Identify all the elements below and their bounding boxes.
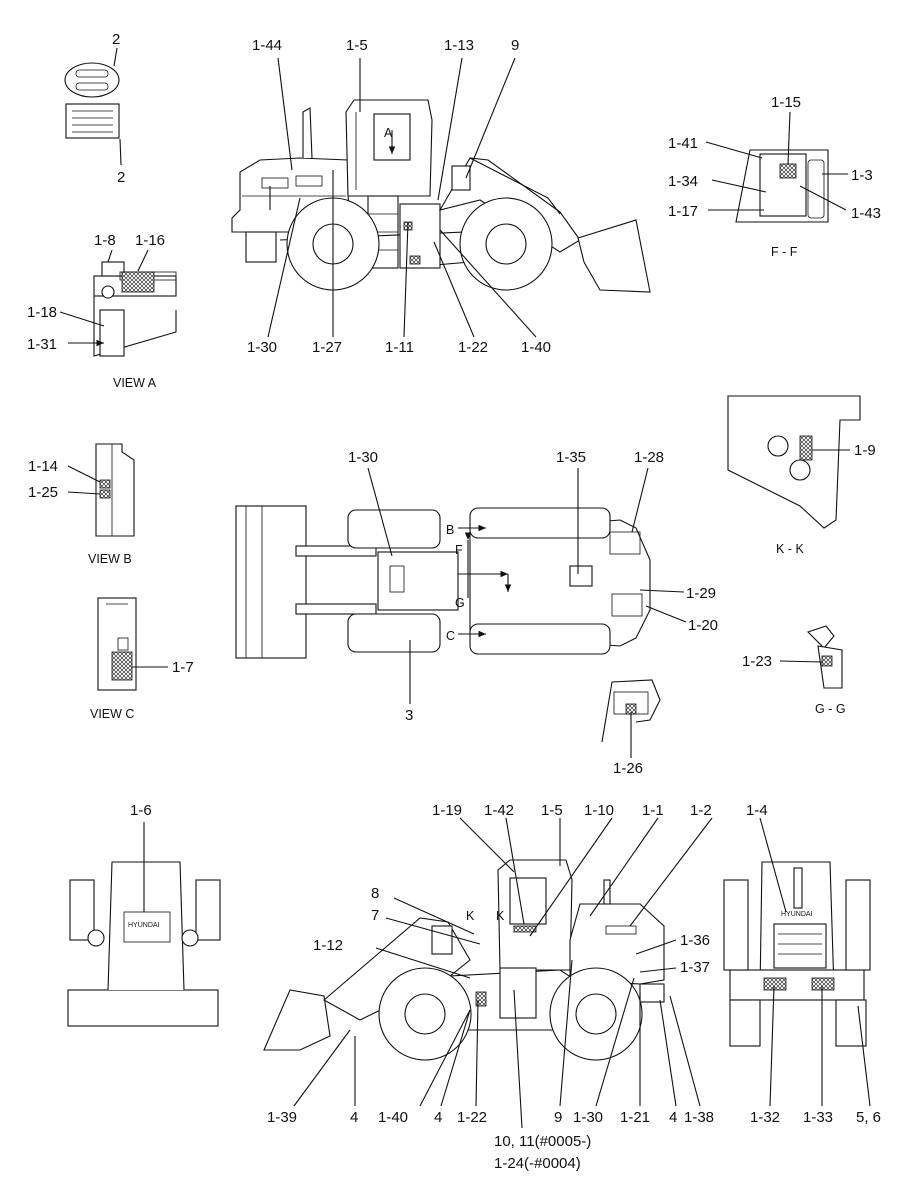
detail-1-26-drawing xyxy=(601,679,661,758)
caption-view-a: VIEW A xyxy=(113,376,157,390)
caption-section-k-k: K - K xyxy=(776,542,804,556)
label-7: 7 xyxy=(371,907,379,924)
label-1-18: 1-18 xyxy=(27,304,57,321)
section-f-f-drawing xyxy=(705,111,848,223)
label-1-36: 1-36 xyxy=(680,932,710,949)
label-1-44: 1-44 xyxy=(252,37,282,54)
label-4b: 4 xyxy=(434,1109,442,1126)
marker-c: C xyxy=(446,629,455,643)
label-1-16: 1-16 xyxy=(135,232,165,249)
label-1-21: 1-21 xyxy=(620,1109,650,1126)
section-k-k-drawing xyxy=(727,395,861,529)
label-1-5-bot: 1-5 xyxy=(541,802,563,819)
label-1-20: 1-20 xyxy=(688,617,718,634)
marker-g: G xyxy=(455,596,465,610)
label-1-1: 1-1 xyxy=(642,802,664,819)
label-1-40-bot: 1-40 xyxy=(378,1109,408,1126)
marker-k-left: K xyxy=(466,909,475,923)
label-1-41: 1-41 xyxy=(668,135,698,152)
label-1-10: 1-10 xyxy=(584,802,614,819)
label-1-28: 1-28 xyxy=(634,449,664,466)
label-1-23: 1-23 xyxy=(742,653,772,670)
label-5-6: 5, 6 xyxy=(856,1109,881,1126)
label-1-13: 1-13 xyxy=(444,37,474,54)
caption-section-f-f: F - F xyxy=(771,245,798,259)
label-1-30-top: 1-30 xyxy=(247,339,277,356)
label-1-2: 1-2 xyxy=(690,802,712,819)
label-1-7: 1-7 xyxy=(172,659,194,676)
top-view-drawing xyxy=(235,467,687,704)
marker-b: B xyxy=(446,523,454,537)
label-1-32: 1-32 xyxy=(750,1109,780,1126)
marker-k-right: K xyxy=(496,909,505,923)
label-9-top: 9 xyxy=(511,37,519,54)
marker-f: F xyxy=(455,543,463,557)
label-1-8: 1-8 xyxy=(94,232,116,249)
label-1-30-bot: 1-30 xyxy=(573,1109,603,1126)
marker-a: A xyxy=(384,126,393,140)
label-1-26: 1-26 xyxy=(613,760,643,777)
label-1-12: 1-12 xyxy=(313,937,343,954)
label-1-33: 1-33 xyxy=(803,1109,833,1126)
label-1-40-top: 1-40 xyxy=(521,339,551,356)
view-b-drawing xyxy=(67,443,135,537)
label-1-22-bot: 1-22 xyxy=(457,1109,487,1126)
view-a-drawing xyxy=(59,249,177,357)
label-1-9: 1-9 xyxy=(854,442,876,459)
label-1-5-top: 1-5 xyxy=(346,37,368,54)
caption-section-g-g: G - G xyxy=(815,702,846,716)
caption-view-c: VIEW C xyxy=(90,707,134,721)
view-c-drawing xyxy=(97,597,168,691)
label-1-31: 1-31 xyxy=(27,336,57,353)
label-1-38: 1-38 xyxy=(684,1109,714,1126)
side-view-bottom-drawing xyxy=(263,817,713,1129)
label-3: 3 xyxy=(405,707,413,724)
label-1-24: 1-24(-#0004) xyxy=(494,1155,581,1172)
label-1-43: 1-43 xyxy=(851,205,881,222)
section-g-g-drawing xyxy=(779,625,843,689)
rear-view-drawing xyxy=(723,817,871,1107)
decal-brand-rear: HYUNDAI xyxy=(781,911,813,918)
label-1-42: 1-42 xyxy=(484,802,514,819)
label-1-14: 1-14 xyxy=(28,458,58,475)
side-view-top-drawing xyxy=(231,57,651,338)
label-1-4: 1-4 xyxy=(746,802,768,819)
label-1-6: 1-6 xyxy=(130,802,152,819)
label-9-bot: 9 xyxy=(554,1109,562,1126)
label-8: 8 xyxy=(371,885,379,902)
label-2b: 2 xyxy=(117,169,125,186)
label-1-19: 1-19 xyxy=(432,802,462,819)
front-view-drawing xyxy=(67,822,221,1027)
decal-brand-front: HYUNDAI xyxy=(128,922,160,929)
label-1-15: 1-15 xyxy=(771,94,801,111)
label-1-3: 1-3 xyxy=(851,167,873,184)
label-1-34: 1-34 xyxy=(668,173,698,190)
label-10-11: 10, 11(#0005-) xyxy=(494,1133,591,1150)
label-2a: 2 xyxy=(112,31,120,48)
decal-2-drawing xyxy=(64,47,122,166)
label-4a: 4 xyxy=(350,1109,358,1126)
label-1-11: 1-11 xyxy=(385,339,414,356)
caption-view-b: VIEW B xyxy=(88,552,132,566)
label-1-37: 1-37 xyxy=(680,959,710,976)
label-1-17: 1-17 xyxy=(668,203,698,220)
label-1-22-top: 1-22 xyxy=(458,339,488,356)
label-1-27: 1-27 xyxy=(312,339,342,356)
label-1-39: 1-39 xyxy=(267,1109,297,1126)
label-1-25: 1-25 xyxy=(28,484,58,501)
label-1-29: 1-29 xyxy=(686,585,716,602)
label-4c: 4 xyxy=(669,1109,677,1126)
label-1-35: 1-35 xyxy=(556,449,586,466)
label-1-30-mid: 1-30 xyxy=(348,449,378,466)
